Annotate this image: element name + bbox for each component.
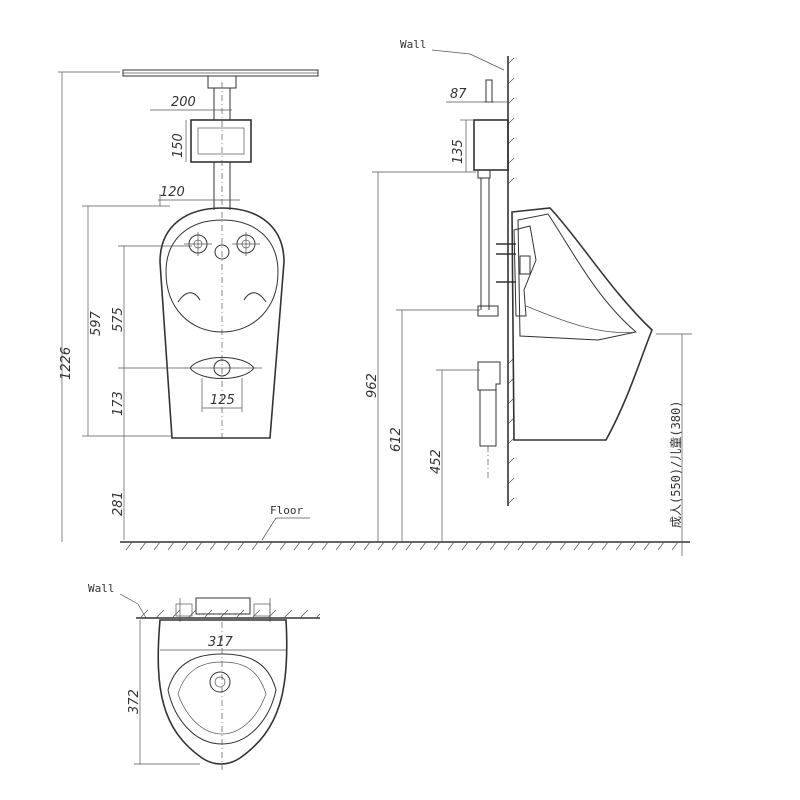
urinal-plan-outline [157, 619, 288, 765]
dim-597: 597 [89, 310, 104, 336]
side-view: Wall 87 135 962 [365, 38, 692, 556]
dim-135: 135 [451, 139, 466, 164]
dim-575: 575 [111, 307, 126, 332]
rim-height-note: 成人(550)/儿童(380) [668, 401, 683, 528]
dim-150: 150 [171, 133, 186, 158]
dim-87: 87 [450, 87, 467, 102]
dim-200: 200 [171, 95, 196, 110]
plan-view: Wall 317 372 [88, 582, 321, 770]
urinal-side-outline [511, 207, 653, 441]
dim-612: 612 [389, 427, 404, 452]
dim-120: 120 [160, 185, 185, 200]
dim-173: 173 [111, 391, 126, 416]
floor: Floor [120, 504, 690, 551]
dim-962: 962 [365, 373, 380, 398]
dim-372: 372 [127, 689, 142, 714]
dim-317: 317 [208, 635, 234, 650]
flush-valve-side [473, 119, 509, 171]
wall-label-top: Wall [400, 38, 427, 51]
dim-1226: 1226 [59, 347, 74, 380]
outlet-elbow [477, 361, 501, 391]
plan-outlet-hole [209, 671, 231, 693]
dim-281: 281 [111, 491, 126, 516]
flush-valve-box [190, 119, 252, 163]
floor-label: Floor [270, 504, 303, 517]
dim-125: 125 [210, 393, 235, 408]
dim-452: 452 [429, 449, 444, 474]
front-view: 200 150 120 597 575 173 281 1226 125 [58, 69, 319, 542]
wall-label-bottom: Wall [88, 582, 115, 595]
inlet-hole [214, 244, 230, 260]
urinal-front-outline [159, 207, 285, 439]
